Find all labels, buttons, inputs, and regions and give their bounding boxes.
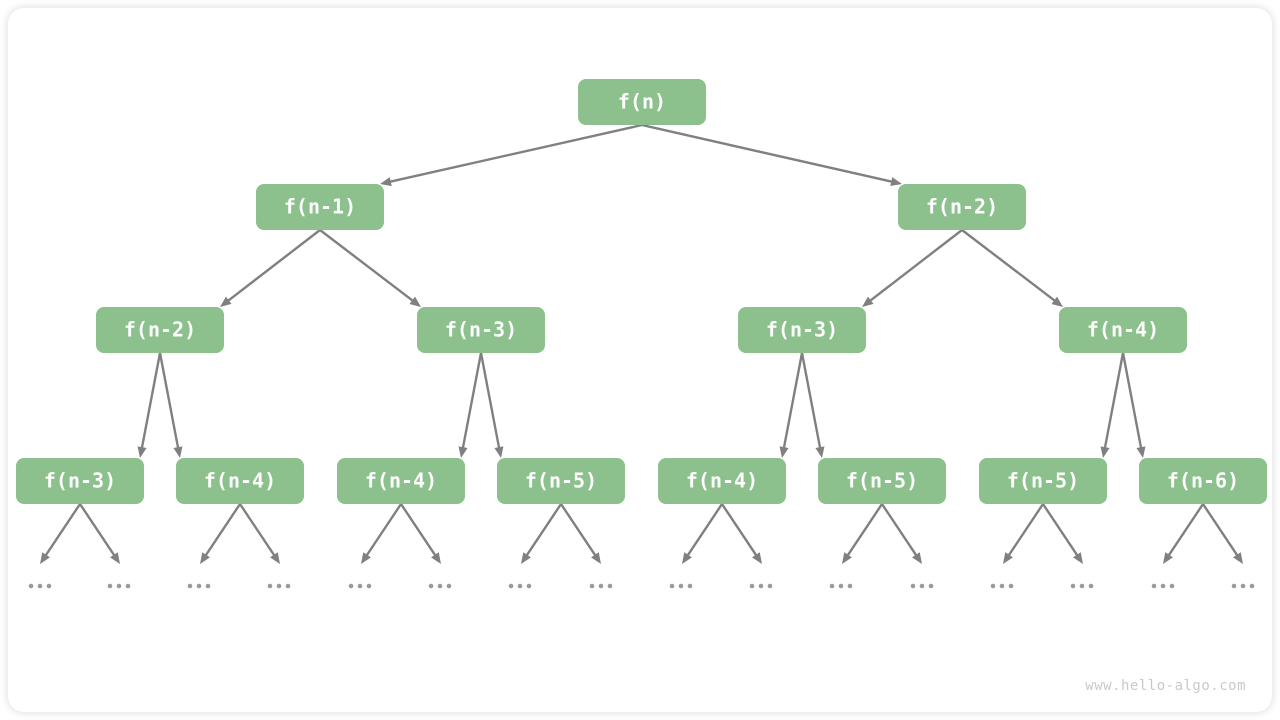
tree-node[interactable]: f(n-5) [497,458,625,504]
tree-node[interactable]: f(n-2) [898,184,1026,230]
leaf-edge-4-0 [682,502,724,564]
tree-edge-l3-0-0 [137,351,162,458]
tree-edge-l3-2-0 [779,351,804,458]
tree-node[interactable]: f(n-1) [256,184,384,230]
ellipsis-marker [829,583,853,589]
edges-layer [40,123,1243,564]
tree-node[interactable]: f(n-4) [1059,307,1187,353]
tree-node[interactable]: f(n-3) [417,307,545,353]
ellipsis-marker [508,583,532,589]
tree-edge-l2-1-0 [862,228,964,307]
leaf-edge-0-0 [40,502,82,564]
leaf-edge-1-1 [238,502,280,564]
leaf-edge-5-0 [842,502,884,564]
tree-node-label: f(n-6) [1167,469,1239,493]
tree-node[interactable]: f(n-3) [16,458,144,504]
tree-edge-l3-3-0 [1100,351,1125,458]
leaf-edge-4-1 [720,502,762,564]
leaf-edge-6-0 [1003,502,1045,564]
tree-node[interactable]: f(n-5) [818,458,946,504]
ellipsis-marker [267,583,291,589]
tree-node[interactable]: f(n-2) [96,307,224,353]
leaf-edge-2-1 [399,502,441,564]
tree-node[interactable]: f(n-4) [176,458,304,504]
ellipsis-marker [187,583,211,589]
leaf-edge-0-1 [78,502,120,564]
leaf-edge-6-1 [1041,502,1083,564]
ellipsis-marker [348,583,372,589]
ellipsis-marker [749,583,773,589]
tree-node-label: f(n-3) [766,318,838,342]
tree-edge-l3-3-1 [1121,351,1146,458]
tree-node[interactable]: f(n-4) [658,458,786,504]
leaf-edge-1-0 [200,502,242,564]
leaf-edge-3-0 [521,502,563,564]
tree-node-label: f(n-3) [44,469,116,493]
tree-node-label: f(n-4) [204,469,276,493]
tree-edge-l3-1-0 [458,351,483,458]
ellipsis-marker [107,583,131,589]
tree-node-label: f(n-2) [926,195,998,219]
tree-edge-l3-2-1 [800,351,825,458]
tree-edge-l1-0-1 [640,123,902,187]
ellipsis-marker [28,583,52,589]
tree-node[interactable]: f(n-3) [738,307,866,353]
leaf-edge-5-1 [880,502,922,564]
leaf-edge-3-1 [559,502,601,564]
ellipsis-marker [669,583,693,589]
nodes-layer: f(n) f(n-1) f(n-2) f(n-2) f(n-3) f(n-3) f(n-4)… [16,79,1267,504]
tree-edge-l3-1-1 [479,351,504,458]
ellipsis-marker [1070,583,1094,589]
tree-edge-l2-0-1 [318,228,421,307]
tree-node[interactable]: f(n-6) [1139,458,1267,504]
tree-node-label: f(n-4) [1087,318,1159,342]
tree-node-label: f(n-1) [284,195,356,219]
ellipsis-marker [428,583,452,589]
ellipsis-layer [28,583,1255,589]
tree-node-label: f(n-5) [525,469,597,493]
tree-node-label: f(n-3) [445,318,517,342]
tree-edge-l2-1-1 [960,228,1063,307]
tree-node[interactable]: f(n) [578,79,706,125]
tree-edge-l1-0-0 [380,123,644,187]
tree-node-label: f(n-4) [686,469,758,493]
tree-node[interactable]: f(n-5) [979,458,1107,504]
ellipsis-marker [910,583,934,589]
ellipsis-marker [990,583,1014,589]
ellipsis-marker [589,583,613,589]
watermark-label: www.hello-algo.com [1085,678,1246,694]
leaf-edge-2-0 [361,502,403,564]
leaf-edge-7-1 [1201,502,1243,564]
tree-node-label: f(n-5) [1007,469,1079,493]
tree-edge-l3-0-1 [158,351,183,458]
tree-node[interactable]: f(n-4) [337,458,465,504]
tree-node-label: f(n) [618,90,666,114]
tree-node-label: f(n-4) [365,469,437,493]
tree-edge-l2-0-0 [220,228,322,307]
ellipsis-marker [1151,583,1175,589]
tree-node-label: f(n-2) [124,318,196,342]
tree-node-label: f(n-5) [846,469,918,493]
leaf-edge-7-0 [1163,502,1205,564]
ellipsis-marker [1231,583,1255,589]
